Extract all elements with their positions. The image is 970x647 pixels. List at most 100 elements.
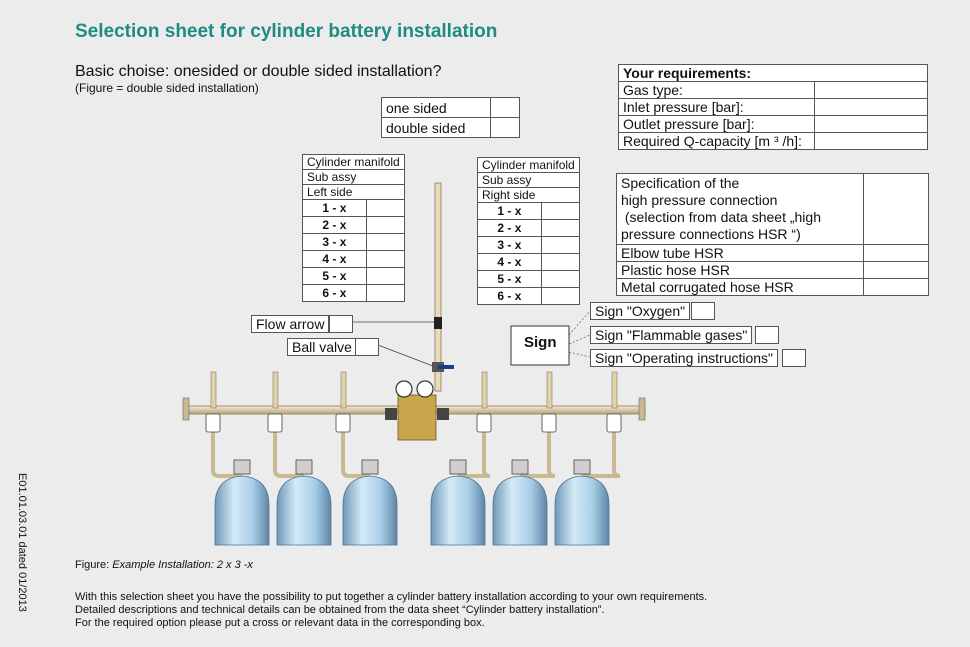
- hp-option-label: Metal corrugated hose HSR: [616, 278, 864, 296]
- leader-line: [377, 344, 434, 367]
- pigtail-hose: [458, 414, 491, 478]
- hp-spec-text: Specification of the high pressure conne…: [616, 173, 864, 245]
- pigtail-hose: [211, 414, 242, 478]
- leader-line: [568, 310, 591, 336]
- cylinder-valve-icon: [541, 413, 557, 433]
- manifold-header: Left side: [302, 184, 405, 200]
- cylinder-valve-icon: [233, 459, 251, 475]
- manifold-right-checkbox[interactable]: [540, 287, 580, 305]
- choice-row-double-sided: double sided: [381, 117, 520, 138]
- description: With this selection sheet you have the p…: [75, 591, 707, 630]
- basic-choice-question: Basic choise: onesided or double sided i…: [75, 63, 442, 80]
- ball-valve-label: Ball valve: [287, 338, 357, 356]
- pigtail-hose: [582, 414, 621, 478]
- gas-cylinder-icon: [430, 475, 486, 546]
- manifold-end-right: [638, 397, 646, 421]
- hp-spec-line: high pressure connection: [621, 192, 778, 208]
- hp-spec-line: pressure connections HSR “): [621, 226, 801, 242]
- regulator-valve: [385, 408, 397, 420]
- manifold-option-label: 4 - x: [302, 250, 367, 268]
- choice-checkbox-double-sided[interactable]: [490, 117, 520, 138]
- flow-arrow-marker: [434, 317, 442, 329]
- hp-spec-line: Specification of the: [621, 175, 740, 191]
- figure-caption-prefix: Figure:: [75, 559, 113, 571]
- pressure-gauge-left-icon: [395, 380, 413, 398]
- sign-oxygen-checkbox[interactable]: [691, 302, 715, 320]
- pigtail-pipe: [340, 371, 347, 409]
- ball-valve-checkbox[interactable]: [355, 338, 379, 356]
- cylinder-valve-icon: [511, 459, 529, 475]
- pigtail-pipe: [611, 371, 618, 409]
- cylinder-valve-icon: [606, 413, 622, 433]
- hp-connection-table: Specification of the high pressure conne…: [616, 173, 929, 296]
- vertical-pipe: [434, 182, 442, 392]
- regulator-body: [397, 394, 437, 441]
- requirement-label: Gas type:: [618, 81, 815, 99]
- metal-hose-checkbox[interactable]: [863, 278, 929, 296]
- sign-flammable-label: Sign "Flammable gases": [590, 326, 753, 344]
- choice-label: one sided: [381, 97, 491, 118]
- sign-box: [510, 325, 570, 366]
- requirement-label: Required Q-capacity [m ³ /h]:: [618, 132, 815, 150]
- gas-cylinder-icon: [214, 475, 270, 546]
- gas-cylinder-icon: [276, 475, 332, 546]
- hp-option-label: Plastic hose HSR: [616, 261, 864, 279]
- hp-spec-field[interactable]: [863, 173, 929, 245]
- sign-operating-checkbox[interactable]: [782, 349, 806, 367]
- manifold-left-table: Cylinder manifold Sub assy Left side 1 -…: [302, 154, 405, 302]
- manifold-option-label: 6 - x: [302, 284, 367, 302]
- basic-choice-table: one sided double sided: [381, 97, 520, 138]
- flow-arrow-label: Flow arrow: [251, 315, 330, 333]
- manifold-right-table: Cylinder manifold Sub assy Right side 1 …: [477, 157, 580, 305]
- pigtail-pipe: [272, 371, 279, 409]
- cylinder-valve-icon: [361, 459, 379, 475]
- manifold-option-label: 2 - x: [477, 219, 542, 237]
- gas-cylinder-icon: [492, 475, 548, 546]
- basic-choice-note: (Figure = double sided installation): [75, 81, 259, 95]
- manifold-end-left: [182, 397, 190, 421]
- sign-flammable-checkbox[interactable]: [755, 326, 779, 344]
- description-line: Detailed descriptions and technical deta…: [75, 604, 605, 616]
- pigtail-hose: [520, 414, 556, 478]
- pigtail-pipe: [546, 371, 553, 409]
- page-title: Selection sheet for cylinder battery ins…: [75, 21, 498, 42]
- sign-label: Sign: [524, 334, 557, 351]
- cylinder-valve-icon: [267, 413, 283, 433]
- cylinder-valve-icon: [476, 413, 492, 433]
- cylinder-group: [205, 371, 622, 546]
- sign-operating-label: Sign "Operating instructions": [590, 349, 779, 367]
- description-line: For the required option please put a cro…: [75, 617, 485, 629]
- flow-arrow-checkbox[interactable]: [329, 315, 353, 333]
- description-line: With this selection sheet you have the p…: [75, 591, 708, 603]
- cylinder-valve-icon: [205, 413, 221, 433]
- figure-caption: Figure: Example Installation: 2 x 3 -x: [75, 559, 253, 571]
- manifold-option-label: 3 - x: [477, 236, 542, 254]
- cylinder-valve-icon: [573, 459, 591, 475]
- manifold-option-label: 1 - x: [302, 199, 367, 217]
- manifold-option-label: 5 - x: [302, 267, 367, 285]
- choice-label: double sided: [381, 117, 491, 138]
- hp-spec-line: (selection from data sheet „high: [621, 209, 821, 225]
- leader-line: [568, 334, 591, 345]
- gas-cylinder-icon: [554, 475, 610, 546]
- manifold-option-label: 2 - x: [302, 216, 367, 234]
- figure-caption-text: Example Installation: 2 x 3 -x: [112, 559, 253, 571]
- gas-cylinder-icon: [342, 475, 398, 546]
- pigtail-pipe: [481, 371, 488, 409]
- pigtail-pipe: [210, 371, 217, 409]
- document-code: E01.01.03.01 dated 01/2013: [16, 473, 28, 612]
- sign-oxygen-label: Sign "Oxygen": [590, 302, 691, 320]
- leader-line: [568, 351, 591, 358]
- manifold-header: Cylinder manifold: [477, 157, 580, 173]
- cylinder-valve-icon: [295, 459, 313, 475]
- pressure-gauge-right-icon: [416, 380, 434, 398]
- cylinder-valve-icon: [335, 413, 351, 433]
- q-capacity-field[interactable]: [814, 132, 928, 150]
- regulator-valve: [437, 408, 449, 420]
- manifold-option-label: 6 - x: [477, 287, 542, 305]
- manifold-left-checkbox[interactable]: [365, 284, 405, 302]
- pigtail-hose: [273, 414, 304, 478]
- pigtail-hose: [341, 414, 370, 478]
- cylinder-valve-icon: [449, 459, 467, 475]
